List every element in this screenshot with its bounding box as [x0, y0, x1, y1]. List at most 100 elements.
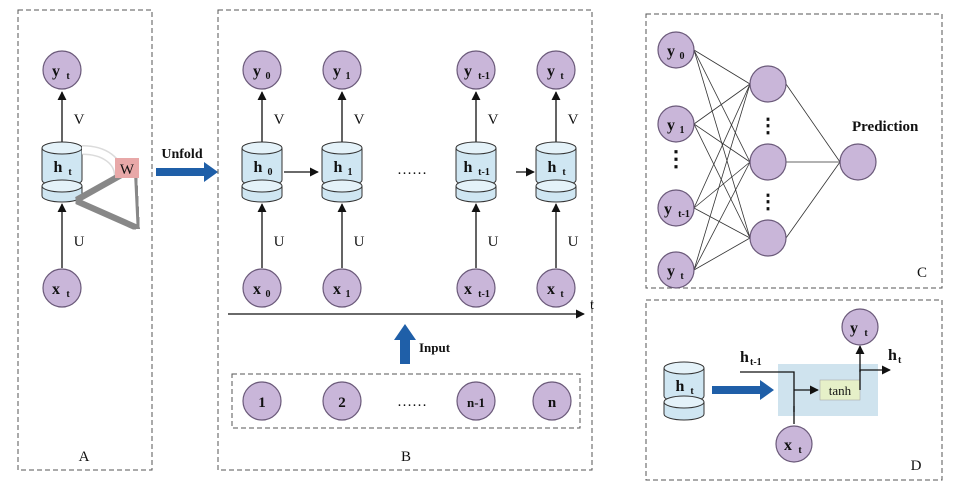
panel-a-label: A: [79, 449, 90, 465]
step-hidden-sub: 1: [348, 167, 353, 178]
network-edge: [785, 161, 841, 239]
panel-b-label: B: [401, 449, 411, 465]
cell-input-sub: t: [798, 445, 802, 456]
network-edge: [693, 83, 751, 209]
sequence-node-label: n: [548, 395, 557, 411]
network-edge: [693, 161, 751, 271]
input-label: Input: [419, 340, 451, 355]
step-hidden-label: h: [334, 159, 343, 176]
step-u-label: U: [274, 234, 285, 250]
cell-input-arrow: [712, 380, 774, 400]
cell-output-node: [841, 308, 879, 346]
network-input-node: [657, 251, 695, 289]
prediction-label: Prediction: [852, 119, 919, 135]
prev-hidden-line: [740, 371, 795, 412]
sequence-node-label: 1: [258, 395, 266, 411]
network-edge: [693, 161, 751, 209]
network-hidden-node: [749, 143, 787, 181]
network-edge: [693, 83, 751, 271]
network-edge: [693, 83, 751, 125]
step-output-label: y: [547, 63, 555, 80]
step-input-node: [322, 268, 362, 308]
step-input-label: x: [333, 281, 341, 298]
step-v-label: V: [488, 112, 499, 128]
step-hidden-label: h: [254, 159, 263, 176]
network-input-label: y: [667, 43, 675, 60]
tanh-label: tanh: [829, 383, 852, 398]
out-hidden-label: h: [888, 347, 897, 364]
network-input-node: [657, 31, 695, 69]
input-sequence-ellipsis: ……: [397, 394, 427, 410]
steps-ellipsis: ……: [397, 162, 427, 178]
step-hidden-label: h: [464, 159, 473, 176]
step-input-label: x: [253, 281, 261, 298]
hidden-cell-label: h: [54, 159, 63, 176]
step-v-label: V: [274, 112, 285, 128]
network-edge: [693, 123, 751, 163]
network-input-sub: t: [680, 271, 684, 282]
prev-hidden-sub: t-1: [750, 357, 762, 368]
cell-input-node: [775, 425, 813, 463]
prev-hidden-label: h: [740, 349, 749, 366]
step-output-sub: 1: [346, 71, 351, 82]
network-input-node: [657, 105, 695, 143]
input-node-label: x: [52, 281, 60, 298]
panel-d-frame: [645, 299, 943, 481]
input-vdots: ⋮: [665, 146, 687, 171]
network-input-node: [657, 189, 695, 227]
panel-c-frame: [645, 13, 943, 289]
input-node-sub: t: [66, 289, 70, 300]
sequence-node-circle: [242, 381, 282, 421]
sequence-node-label: n-1: [467, 395, 485, 410]
panel-a: y t V h t W U x t A: [17, 9, 153, 471]
network-edge: [693, 49, 751, 239]
step-hidden-cell: [241, 141, 283, 203]
step-hidden-label: h: [548, 159, 557, 176]
step-hidden-sub: 0: [268, 167, 273, 178]
step-hidden-sub: t: [562, 167, 566, 178]
network-output-node: [839, 143, 877, 181]
step-u-label: U: [568, 234, 579, 250]
step-input-sub: t: [560, 289, 564, 300]
step-input-sub: 0: [266, 289, 271, 300]
step-u-label: U: [354, 234, 365, 250]
hidden-state-sub: t: [690, 386, 694, 397]
step-input-node: [456, 268, 496, 308]
sequence-node-circle: [456, 381, 496, 421]
cell-output-sub: t: [864, 328, 868, 339]
step-input-sub: t-1: [478, 289, 490, 300]
step-output-node: [456, 50, 496, 90]
sequence-input-node: 1: [242, 381, 282, 421]
panel-b-frame: [217, 9, 593, 471]
step-input-label: x: [547, 281, 555, 298]
unfold-label: Unfold: [161, 147, 202, 162]
step-hidden-cell: [455, 141, 497, 203]
network-input-label: y: [667, 263, 675, 280]
network-input-sub: 0: [680, 51, 685, 62]
step-output-node: [322, 50, 362, 90]
step-input-label: x: [464, 281, 472, 298]
hidden-vdots: ⋮: [758, 191, 778, 213]
step-output-node: [242, 50, 282, 90]
step-output-node: [536, 50, 576, 90]
input-sequence-frame: [231, 373, 581, 429]
sequence-node-circle: [322, 381, 362, 421]
step-output-label: y: [253, 63, 261, 80]
network-edge: [693, 123, 751, 239]
step-v-label: V: [354, 112, 365, 128]
w-weight-box: [115, 158, 139, 178]
step-u-label: U: [488, 234, 499, 250]
step-hidden-cell: [535, 141, 577, 203]
network-edge: [785, 83, 841, 163]
panel-d-label: D: [911, 458, 922, 474]
step-output-sub: t: [560, 71, 564, 82]
unfold-arrow-shape: [156, 162, 218, 182]
network-input-sub: t-1: [678, 209, 690, 220]
